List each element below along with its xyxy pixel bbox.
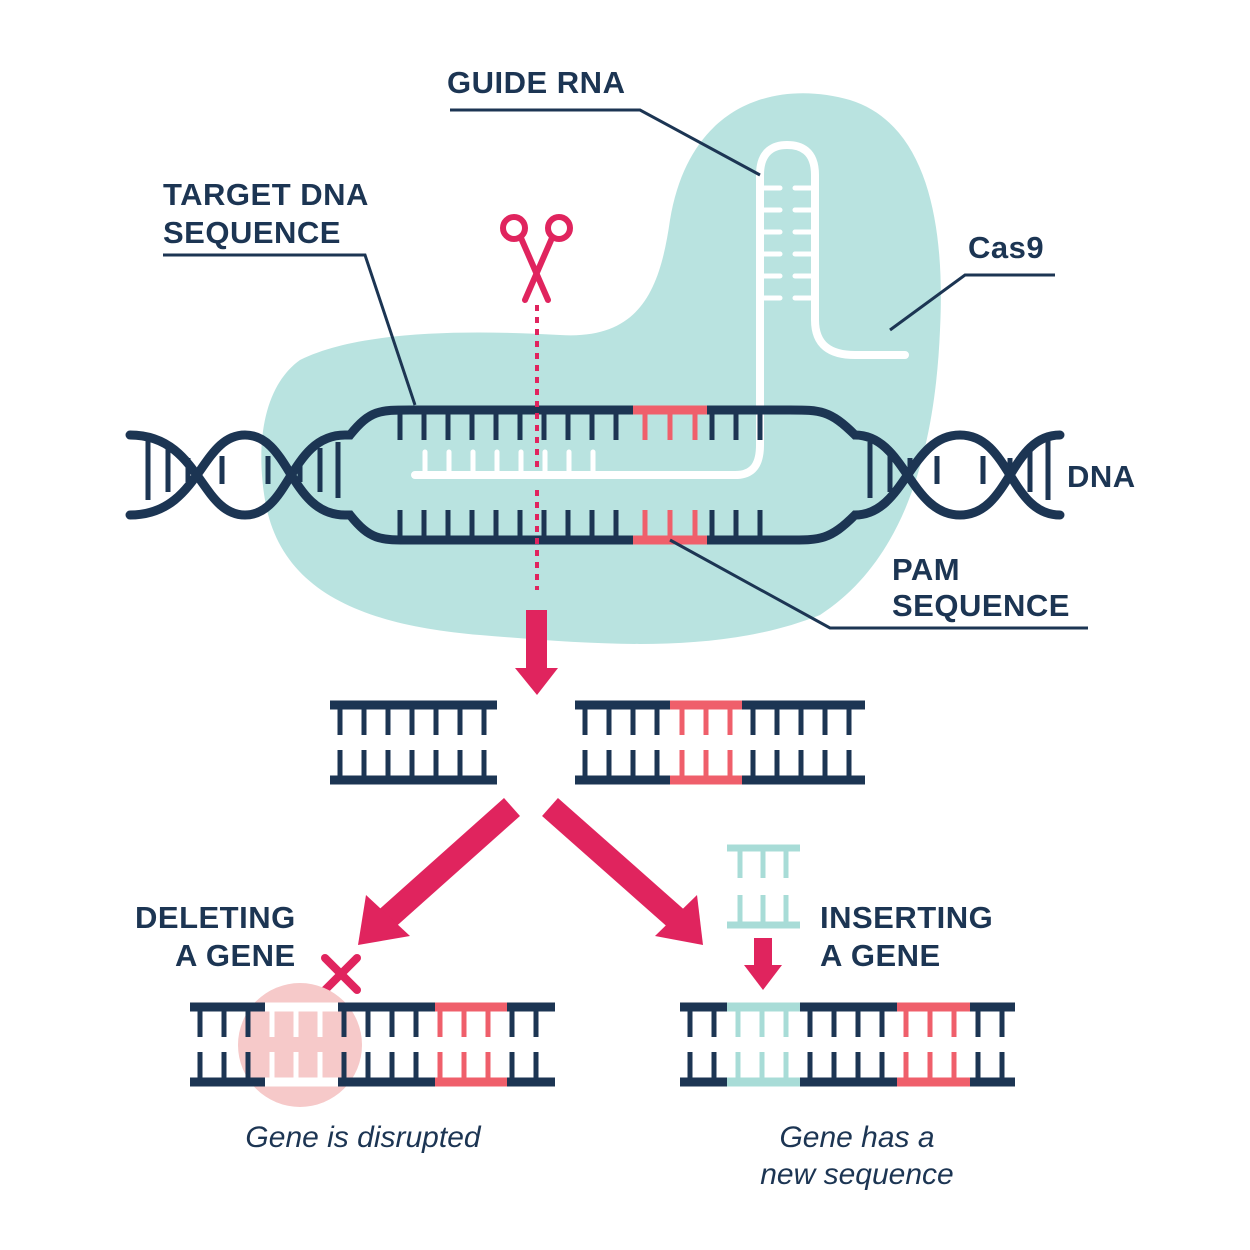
- dna-strand-top: [125, 405, 1065, 520]
- dna-helix: [125, 405, 1065, 545]
- deleted-region-highlight: [238, 983, 362, 1107]
- insert-down-arrow: [744, 938, 782, 990]
- insert-label-line2: A GENE: [820, 938, 941, 973]
- cross-icon: [321, 954, 361, 994]
- new-sequence-caption-line1: Gene has a: [779, 1121, 934, 1154]
- guide-rna-leader: [450, 108, 761, 177]
- cut-dna-left: [330, 700, 497, 785]
- delete-label-line2: A GENE: [175, 938, 296, 973]
- target-dna-label-line1: TARGET DNA: [163, 177, 369, 212]
- new-sequence-caption-line2: new sequence: [760, 1158, 953, 1191]
- pam-label-line1: PAM: [892, 552, 960, 587]
- scissors-icon: [500, 214, 573, 303]
- cut-pam: [670, 700, 742, 785]
- cas9-leader: [889, 273, 1055, 332]
- pam-label-line2: SEQUENCE: [892, 588, 1070, 623]
- insert-fragment: [727, 844, 800, 929]
- cut-dna-right: [575, 700, 865, 785]
- pam-sequence-top: [633, 405, 707, 440]
- cas9-protein: [261, 93, 941, 644]
- pam-sequence-bottom: [633, 510, 707, 545]
- cas9-label: Cas9: [968, 230, 1044, 265]
- arrow-to-insert: [542, 798, 703, 945]
- arrow-to-delete: [358, 798, 520, 945]
- guide-rna: [411, 141, 909, 479]
- down-arrow: [515, 610, 558, 695]
- target-leader: [163, 253, 417, 406]
- new-sequence-dna: [680, 1002, 1015, 1087]
- insert-label-line1: INSERTING: [820, 900, 993, 935]
- target-dna-label-line2: SEQUENCE: [163, 215, 341, 250]
- dna-label: DNA: [1067, 459, 1136, 494]
- dna-strand-bottom: [125, 430, 1065, 545]
- guide-rna-label: GUIDE RNA: [447, 65, 625, 100]
- disrupted-dna: [190, 1002, 555, 1087]
- pam-leader: [669, 538, 1088, 630]
- disrupted-caption: Gene is disrupted: [245, 1121, 481, 1154]
- delete-label-line1: DELETING: [135, 900, 296, 935]
